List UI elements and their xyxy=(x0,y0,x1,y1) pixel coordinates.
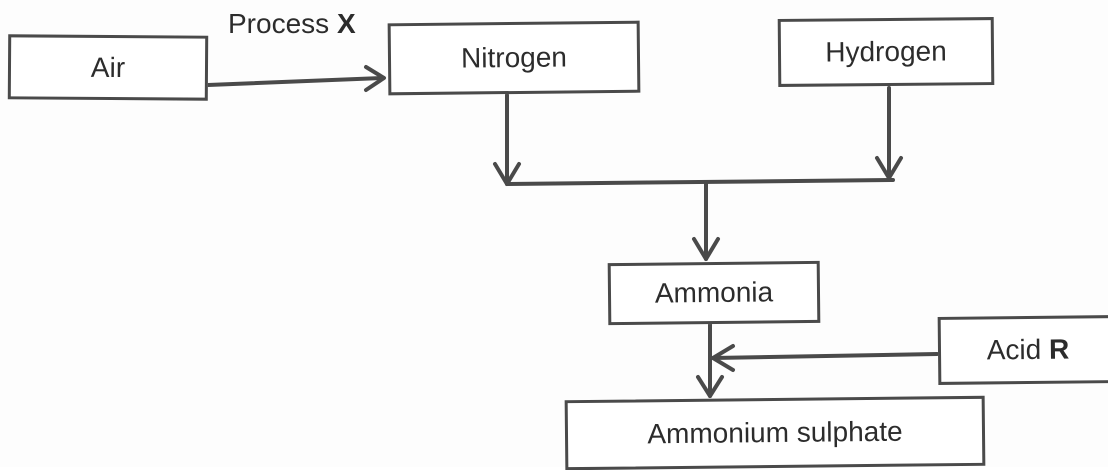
line-acid-to-ammonia-line xyxy=(711,352,939,360)
node-hydrogen: Hydrogen xyxy=(777,17,995,87)
process-x-label: Process X xyxy=(228,10,356,38)
node-nitrogen-label: Nitrogen xyxy=(460,41,568,74)
process-label-letter: X xyxy=(336,8,356,39)
arrowhead-acid xyxy=(711,344,735,372)
arrowhead-air-to-nitrogen xyxy=(364,65,386,92)
node-sulphate-label: Ammonium sulphate xyxy=(647,415,903,450)
arrow-air-to-nitrogen xyxy=(206,76,385,87)
node-acid-letter: R xyxy=(1048,333,1070,365)
node-ammonia: Ammonia xyxy=(607,260,821,326)
node-air: Air xyxy=(7,34,209,101)
arrowhead-ammonia-to-sulphate xyxy=(696,375,724,398)
process-label-text: Process xyxy=(228,8,330,39)
node-hydrogen-label: Hydrogen xyxy=(825,35,947,68)
node-ammonia-label: Ammonia xyxy=(654,276,774,309)
node-ammonium-sulphate: Ammonium sulphate xyxy=(564,395,986,470)
node-air-label: Air xyxy=(90,51,126,83)
node-nitrogen: Nitrogen xyxy=(387,20,641,96)
arrowhead-junction-to-ammonia xyxy=(692,237,720,261)
arrowhead-hydrogen-down xyxy=(875,156,903,180)
node-acid-label: Acid xyxy=(986,333,1042,366)
node-acid-r: Acid R xyxy=(937,315,1108,385)
junction-line xyxy=(505,178,895,186)
